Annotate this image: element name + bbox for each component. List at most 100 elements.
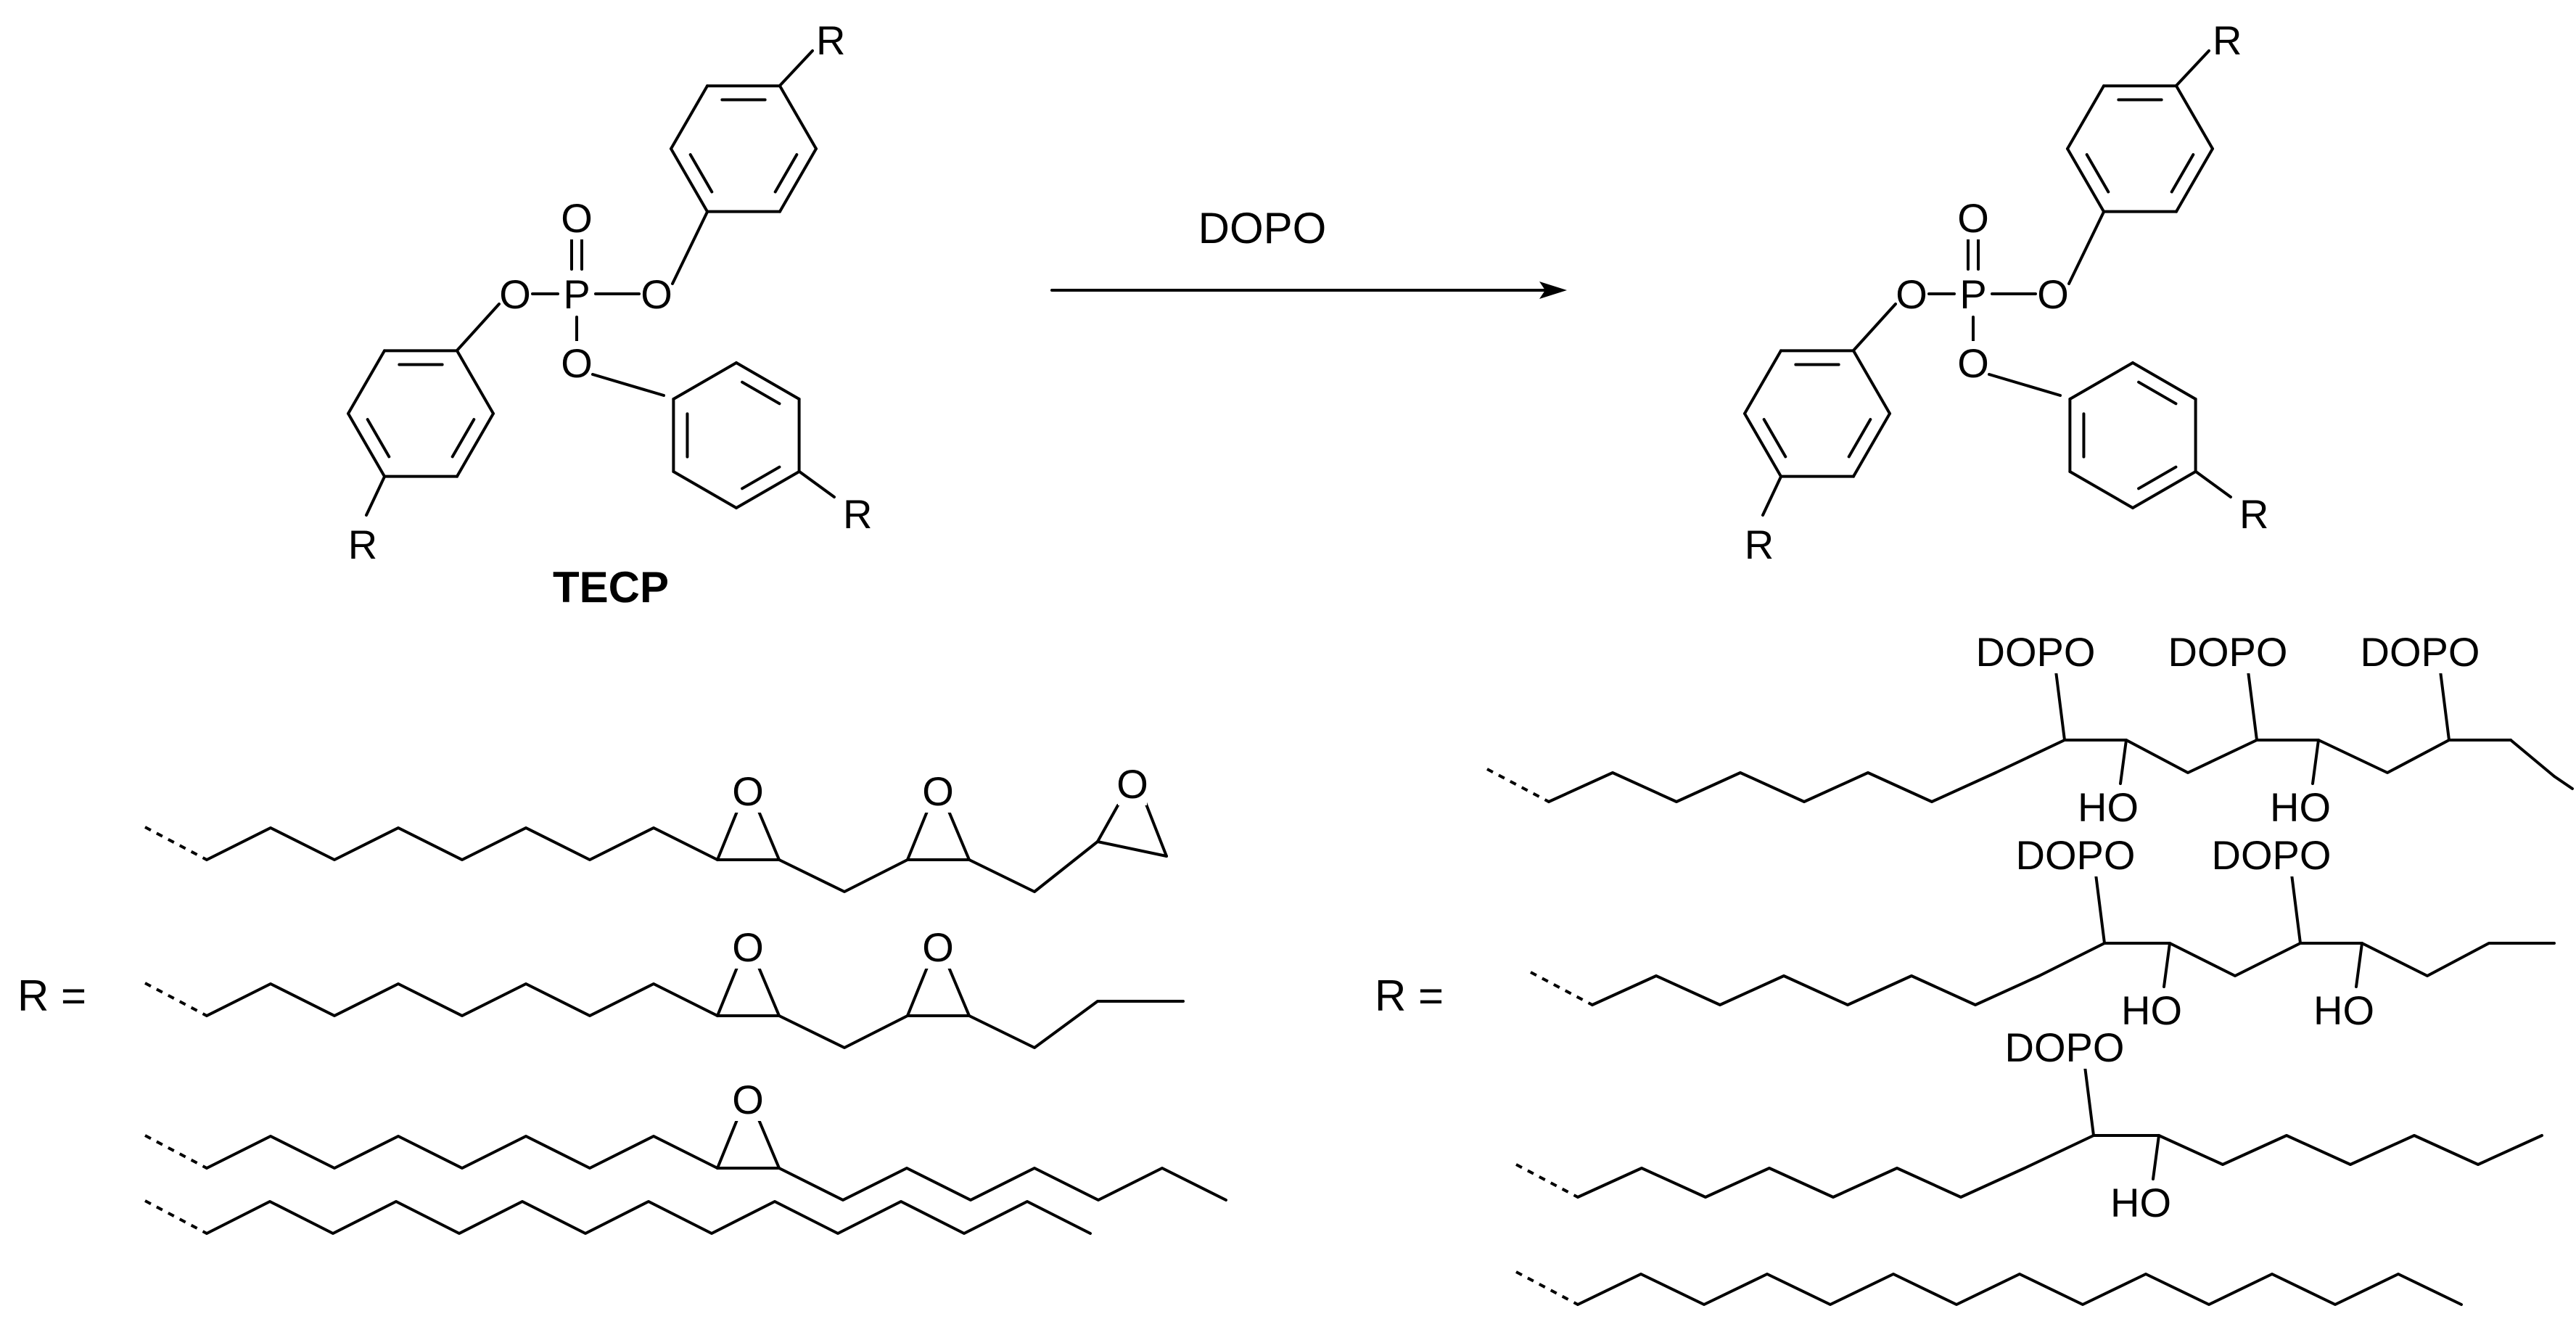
product-ring-upper-bond bbox=[2066, 84, 2105, 150]
right-chain-2-unit-1-dopo-mask bbox=[2024, 833, 2127, 876]
bond-lines bbox=[144, 49, 2574, 1306]
reactant-o-ring-right bbox=[591, 373, 665, 397]
product-ring-upper-bond bbox=[2066, 147, 2105, 213]
reactant-oxygen-left: O bbox=[499, 271, 531, 317]
right-chain-3-alkyl bbox=[1576, 1167, 2026, 1199]
left-chain-2-alkyl bbox=[205, 982, 719, 1017]
reactant-oxygen-right-mask bbox=[642, 272, 671, 316]
reactant-ring-left-bond bbox=[347, 412, 386, 478]
right-chain-1-unit-2-dopo: DOPO bbox=[2168, 629, 2288, 675]
product-ring-left-bond bbox=[1743, 349, 1782, 415]
reactant-ring-right-bond bbox=[735, 361, 801, 400]
reactant-o-ring-upper bbox=[671, 210, 709, 285]
product-ring-right-double-bond bbox=[2137, 380, 2178, 406]
product-oxygen-left: O bbox=[1896, 271, 1927, 317]
product-oxygen-right: O bbox=[2037, 271, 2069, 317]
left-chain-1-epoxide-3-co-a bbox=[1096, 804, 1119, 843]
reactant-ring-left-double-bond bbox=[366, 418, 391, 459]
product-o-ring-upper bbox=[2067, 210, 2105, 285]
left-chain-4-attach bbox=[144, 1199, 207, 1235]
left-chain-1-epoxide-2-co-a bbox=[906, 808, 929, 861]
product-ring-upper-r bbox=[2175, 49, 2210, 87]
product-ring-left-double-bond bbox=[1762, 418, 1787, 459]
reactant-ring-upper-bond bbox=[670, 84, 709, 150]
reactant-phosphorus: P bbox=[563, 271, 590, 317]
left-chain-3-tail bbox=[778, 1167, 1227, 1202]
reagent-label: DOPO bbox=[1198, 204, 1327, 252]
right-chain-3-unit-ho-mask bbox=[2114, 1180, 2168, 1224]
product-r-right-mask bbox=[2237, 492, 2266, 535]
right-chain-2-backbone bbox=[2038, 942, 2556, 977]
left-chain-1-epoxide-3-co-b bbox=[1144, 801, 1168, 858]
right-chain-1-unit-3-dopo: DOPO bbox=[2361, 629, 2480, 675]
left-chain-1-link-1 bbox=[778, 858, 909, 893]
product-oxygen-left-mask bbox=[1897, 272, 1926, 316]
left-chain-1-epoxide-3-oxygen-mask bbox=[1118, 762, 1147, 805]
product-ring-upper-bond bbox=[2175, 84, 2214, 150]
right-chain-2-unit-2-ho-mask bbox=[2317, 988, 2371, 1032]
reactant-ring-right-double-bond bbox=[741, 465, 781, 490]
reactant-ring-upper-bond bbox=[670, 147, 709, 213]
reactant-ring-upper-bond bbox=[778, 84, 818, 150]
product-ring-right-bond bbox=[2131, 470, 2197, 509]
left-chain-1-epoxide-2-oxygen: O bbox=[922, 768, 954, 814]
reactant-r-upper: R bbox=[816, 17, 845, 63]
right-chain-1-backbone bbox=[1994, 739, 2512, 774]
left-chain-2-epoxide-2-co-b bbox=[947, 964, 971, 1017]
left-chain-2-epoxide-1-co-a bbox=[716, 964, 739, 1017]
product-phosphorus-mask bbox=[1959, 272, 1988, 316]
right-chain-3-backbone bbox=[2023, 1134, 2160, 1170]
product-o-ring-right bbox=[1988, 373, 2062, 397]
right-chain-2-unit-2-ho: HO bbox=[2313, 987, 2374, 1033]
reactant-r-right-mask bbox=[841, 492, 870, 535]
reactant-oxo: O bbox=[561, 195, 593, 241]
left-chain-2-epoxide-2-oxygen-mask bbox=[923, 925, 952, 969]
product-oxygen-down-mask bbox=[1959, 341, 1988, 385]
left-chain-2-epoxide-1-oxygen-mask bbox=[733, 925, 762, 969]
product-o-ring-left bbox=[1852, 303, 1897, 352]
product-r-left: R bbox=[1745, 522, 1774, 567]
right-chain-3-unit-ho: HO bbox=[2110, 1180, 2171, 1225]
product-ring-left-bond bbox=[1852, 349, 1891, 415]
left-chain-2-epoxide-2-oxygen: O bbox=[922, 924, 954, 970]
left-chain-3-epoxide-oxygen-mask bbox=[733, 1077, 762, 1121]
right-chain-1-unit-1-ho-mask bbox=[2081, 785, 2135, 829]
left-chain-1-epoxide-2-co-b bbox=[947, 808, 971, 861]
reactant-oxygen-left-mask bbox=[501, 272, 530, 316]
left-chain-1-epoxide-2-oxygen-mask bbox=[923, 769, 952, 813]
right-chain-2-unit-1-dopo: DOPO bbox=[2016, 832, 2136, 878]
right-chain-1-unit-2-c-dopo bbox=[2247, 670, 2258, 742]
product-ring-upper-double-bond bbox=[2085, 153, 2110, 194]
right-chain-1-unit-2-dopo-mask bbox=[2176, 630, 2279, 673]
right-chain-2-unit-2-dopo: DOPO bbox=[2212, 832, 2332, 878]
right-chain-1-unit-2-ho-mask bbox=[2273, 785, 2327, 829]
right-chain-4-alkyl bbox=[1576, 1273, 2463, 1306]
reactant-ring-left-double-bond bbox=[450, 418, 476, 459]
reactant-oxygen-right: O bbox=[641, 271, 672, 317]
reactant-ring-right-r bbox=[798, 470, 836, 498]
reactant-ring-left-r bbox=[365, 475, 386, 517]
left-chain-1-epoxide-3-oxygen: O bbox=[1116, 761, 1148, 807]
product-ring-left-bond bbox=[1743, 412, 1782, 478]
right-chain-3-attach bbox=[1515, 1163, 1579, 1199]
reactant-ring-right-double-bond bbox=[741, 380, 781, 406]
reactant-ring-right-bond bbox=[672, 470, 738, 509]
right-chain-2-unit-2-c-dopo bbox=[2290, 873, 2302, 945]
right-chain-1-unit-1-dopo-mask bbox=[1984, 630, 2087, 673]
substituent-definition-left: R = bbox=[17, 972, 86, 1020]
product-r-right: R bbox=[2239, 491, 2268, 537]
reactant-ring-left-bond bbox=[456, 412, 495, 478]
atom-label-backgrounds bbox=[348, 18, 2576, 1224]
right-chain-1-unit-2-c-ho bbox=[2311, 739, 2320, 785]
left-chain-2-attach bbox=[144, 982, 207, 1017]
reactant-ring-upper-bond bbox=[778, 147, 818, 213]
right-chain-1-unit-1-ho: HO bbox=[2078, 784, 2139, 830]
reactant-ring-left-bond bbox=[456, 349, 495, 415]
reactant-r-right: R bbox=[843, 491, 872, 537]
right-chain-1-unit-1-dopo: DOPO bbox=[1976, 629, 2096, 675]
product-oxygen-right-mask bbox=[2038, 272, 2067, 316]
reactant-phosphorus-mask bbox=[562, 272, 591, 316]
right-chain-3-unit-dopo-mask bbox=[2013, 1025, 2116, 1069]
product-oxygen-down: O bbox=[1957, 340, 1989, 386]
